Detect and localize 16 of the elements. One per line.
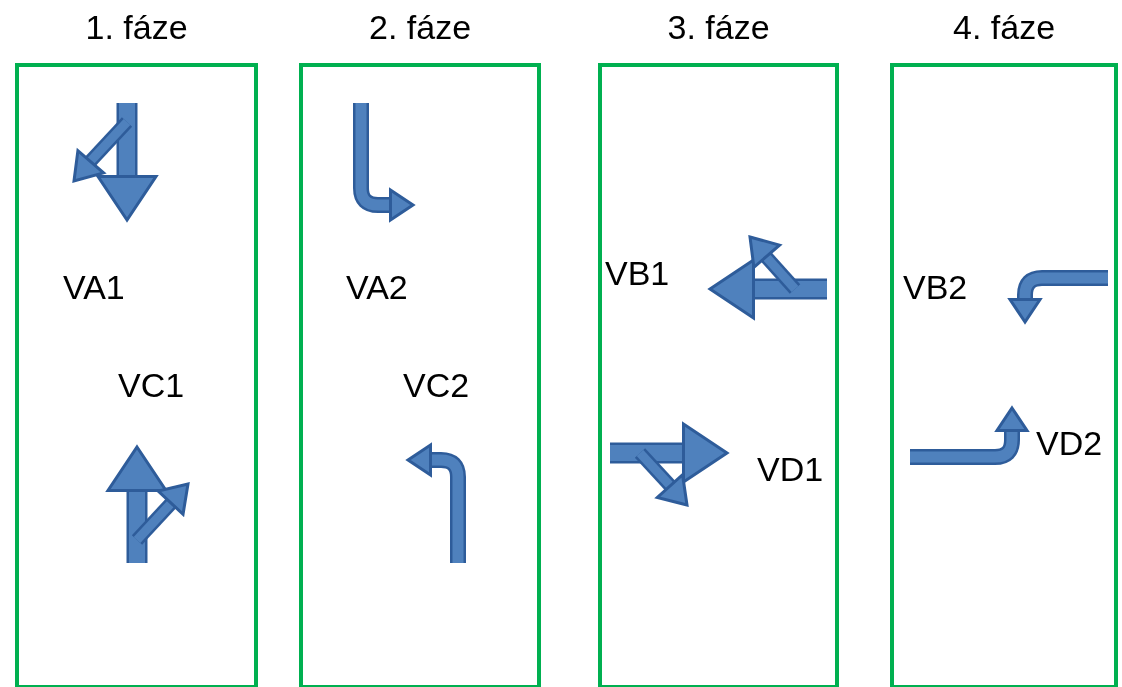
signal-group-label: VD2 — [1036, 424, 1103, 463]
signal-group-label: VC1 — [118, 366, 185, 405]
phase-panel — [598, 63, 839, 687]
signal-group-label: VD1 — [757, 450, 824, 489]
signal-group-label: VC2 — [403, 366, 470, 405]
phase-heading: 4. fáze — [953, 8, 1056, 47]
signal-group-label: VB1 — [605, 254, 670, 293]
signal-group-label: VA1 — [63, 268, 125, 307]
signal-group-label: VA2 — [346, 268, 408, 307]
phase-panel — [15, 63, 258, 687]
phase-heading: 1. fáze — [85, 8, 188, 47]
phase-heading: 3. fáze — [667, 8, 770, 47]
phase-panel — [299, 63, 541, 687]
signal-group-label: VB2 — [903, 268, 968, 307]
phase-heading: 2. fáze — [369, 8, 472, 47]
phase-panel — [890, 63, 1118, 687]
